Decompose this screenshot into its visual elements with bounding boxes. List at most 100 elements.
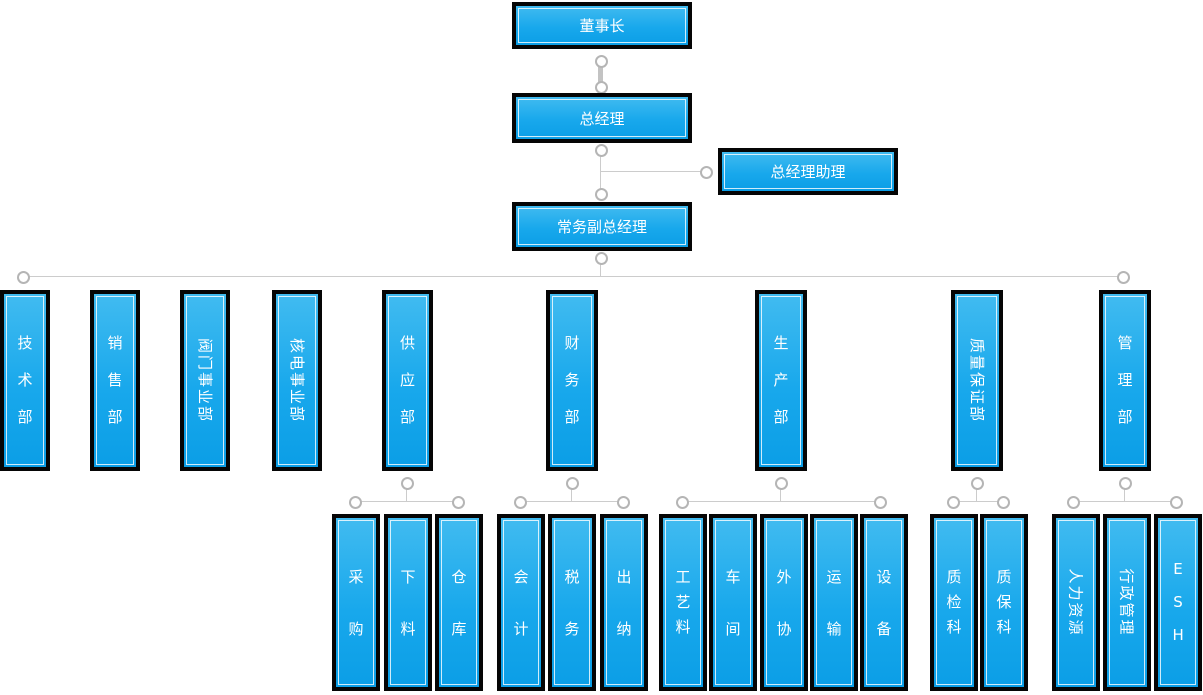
node-label: 生产部 bbox=[761, 296, 801, 465]
node-label: 运输 bbox=[816, 520, 852, 685]
connector-dot bbox=[970, 476, 984, 490]
dept-finance-label: 财务部 bbox=[564, 334, 580, 426]
node-dept-quality-assurance: 质量保证部 bbox=[951, 290, 1003, 471]
node-label: 供应部 bbox=[388, 296, 427, 465]
node-section-process-material: 工艺料 bbox=[659, 514, 707, 691]
section-workshop-label: 车间 bbox=[725, 567, 741, 638]
node-section-purchasing: 采购 bbox=[332, 514, 380, 691]
section-quality-inspection-label: 质检科 bbox=[946, 568, 962, 636]
connector-dot bbox=[594, 54, 608, 68]
node-dept-sales: 销售部 bbox=[90, 290, 140, 471]
node-section-esh: ESH bbox=[1154, 514, 1202, 691]
dept-technical-label: 技术部 bbox=[17, 334, 33, 426]
node-label: 采购 bbox=[338, 520, 374, 685]
node-label: 总经理助理 bbox=[724, 154, 892, 189]
node-chairman: 董事长 bbox=[512, 2, 692, 49]
section-human-resources-label: 人力资源 bbox=[1066, 568, 1085, 637]
node-label: 总经理 bbox=[518, 99, 686, 137]
gm-assistant-label: 总经理助理 bbox=[770, 163, 846, 181]
node-section-material-cutting: 下料 bbox=[384, 514, 432, 691]
node-deputy-gm: 常务副总经理 bbox=[512, 202, 692, 251]
node-dept-valve-division: 阀门事业部 bbox=[180, 290, 230, 471]
dept-production-label: 生产部 bbox=[773, 334, 789, 426]
section-process-material-label: 工艺料 bbox=[675, 568, 691, 636]
connector-line bbox=[1073, 501, 1176, 502]
section-quality-assurance-label: 质保科 bbox=[996, 568, 1012, 636]
node-label: 外协 bbox=[766, 520, 802, 685]
section-purchasing-label: 采购 bbox=[348, 567, 364, 638]
connector-line bbox=[600, 150, 601, 194]
node-label: 核电事业部 bbox=[278, 296, 316, 465]
node-label: 车间 bbox=[715, 520, 751, 685]
connector-dot bbox=[873, 495, 887, 509]
connector-dot bbox=[1066, 495, 1080, 509]
node-dept-technical: 技术部 bbox=[0, 290, 50, 471]
node-gm-assistant: 总经理助理 bbox=[718, 148, 898, 195]
connector-line bbox=[953, 501, 1003, 502]
connector-dot bbox=[1118, 476, 1132, 490]
node-label: 董事长 bbox=[518, 8, 686, 43]
chairman-label: 董事长 bbox=[579, 17, 625, 35]
node-section-warehouse: 仓库 bbox=[435, 514, 483, 691]
node-label: 出纳 bbox=[606, 520, 642, 685]
section-tax-label: 税务 bbox=[564, 567, 580, 638]
connector-dot bbox=[348, 495, 362, 509]
connector-dot bbox=[616, 495, 630, 509]
dept-nuclear-division-label: 核电事业部 bbox=[287, 337, 306, 424]
dept-management-label: 管理部 bbox=[1117, 334, 1133, 426]
dept-sales-label: 销售部 bbox=[107, 334, 123, 426]
node-dept-management: 管理部 bbox=[1099, 290, 1151, 471]
section-administration-label: 行政管理 bbox=[1117, 568, 1136, 637]
section-outsourcing-label: 外协 bbox=[776, 567, 792, 638]
node-label: 销售部 bbox=[96, 296, 134, 465]
connector-dot bbox=[16, 270, 30, 284]
dept-quality-assurance-label: 质量保证部 bbox=[967, 337, 986, 424]
node-general-manager: 总经理 bbox=[512, 93, 692, 143]
section-esh-label: ESH bbox=[1172, 560, 1184, 644]
connector-dot bbox=[565, 476, 579, 490]
dept-valve-division-label: 阀门事业部 bbox=[195, 337, 214, 424]
connector-dot bbox=[1116, 270, 1130, 284]
connector-dot bbox=[400, 476, 414, 490]
section-transport-label: 运输 bbox=[826, 567, 842, 638]
section-material-cutting-label: 下料 bbox=[400, 567, 416, 638]
connector-line bbox=[1124, 483, 1125, 502]
node-section-cashier: 出纳 bbox=[600, 514, 648, 691]
node-label: 设备 bbox=[866, 520, 902, 685]
node-label: 仓库 bbox=[441, 520, 477, 685]
connector-dot bbox=[594, 251, 608, 265]
node-section-accounting: 会计 bbox=[497, 514, 545, 691]
connector-line bbox=[601, 171, 706, 172]
connector-line bbox=[406, 483, 407, 502]
connector-dot bbox=[946, 495, 960, 509]
node-section-outsourcing: 外协 bbox=[760, 514, 808, 691]
connector-dot bbox=[451, 495, 465, 509]
node-label: 管理部 bbox=[1105, 296, 1145, 465]
node-dept-nuclear-division: 核电事业部 bbox=[272, 290, 322, 471]
node-section-quality-assurance: 质保科 bbox=[980, 514, 1028, 691]
connector-line bbox=[600, 258, 601, 277]
node-dept-supply: 供应部 bbox=[382, 290, 433, 471]
section-accounting-label: 会计 bbox=[513, 567, 529, 638]
connector-line bbox=[780, 483, 781, 502]
connector-dot bbox=[594, 80, 608, 94]
connector-dot bbox=[1169, 495, 1183, 509]
deputy-gm-label: 常务副总经理 bbox=[556, 218, 647, 236]
node-label: ESH bbox=[1160, 520, 1196, 685]
connector-dot bbox=[774, 476, 788, 490]
connector-line bbox=[520, 501, 623, 502]
node-label: 行政管理 bbox=[1109, 520, 1145, 685]
node-dept-production: 生产部 bbox=[755, 290, 807, 471]
node-label: 质量保证部 bbox=[957, 296, 997, 465]
section-warehouse-label: 仓库 bbox=[451, 567, 467, 638]
node-section-transport: 运输 bbox=[810, 514, 858, 691]
node-section-administration: 行政管理 bbox=[1103, 514, 1151, 691]
node-label: 常务副总经理 bbox=[518, 208, 686, 245]
node-label: 质保科 bbox=[986, 520, 1022, 685]
connector-dot bbox=[513, 495, 527, 509]
connector-line bbox=[976, 483, 977, 502]
connector-line bbox=[355, 501, 458, 502]
node-label: 技术部 bbox=[6, 296, 44, 465]
connector-dot bbox=[699, 165, 713, 179]
